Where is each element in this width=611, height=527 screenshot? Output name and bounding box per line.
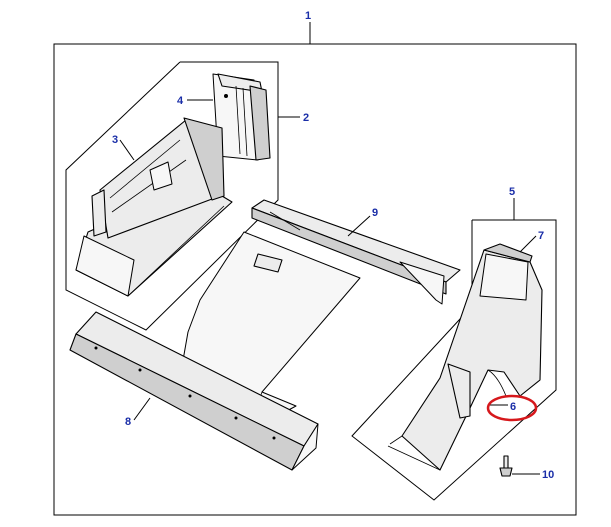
highlight-ring-part-6 [486, 394, 538, 422]
leader-3 [119, 139, 135, 161]
part-6-7-wheel-arch [387, 243, 543, 471]
callout-5[interactable]: 5 [509, 186, 515, 198]
part-10-fastener [499, 455, 513, 477]
leader-7 [519, 235, 537, 253]
callout-10[interactable]: 10 [542, 469, 554, 481]
callout-9[interactable]: 9 [372, 207, 378, 219]
callout-6[interactable]: 6 [510, 401, 516, 413]
part-4-bracket [212, 73, 271, 161]
callout-7[interactable]: 7 [538, 230, 544, 242]
callout-1[interactable]: 1 [305, 10, 311, 22]
part-3-side-box [75, 117, 233, 297]
leader-9 [347, 215, 371, 237]
assembly-frame [53, 43, 577, 516]
part-9-rail [251, 199, 461, 305]
callout-8[interactable]: 8 [125, 416, 131, 428]
part-8-sill [69, 311, 319, 471]
leader-8 [133, 397, 151, 421]
callout-3[interactable]: 3 [112, 134, 118, 146]
callout-4[interactable]: 4 [177, 95, 184, 107]
subassembly-2-outline [65, 61, 279, 331]
callout-2[interactable]: 2 [303, 112, 309, 124]
